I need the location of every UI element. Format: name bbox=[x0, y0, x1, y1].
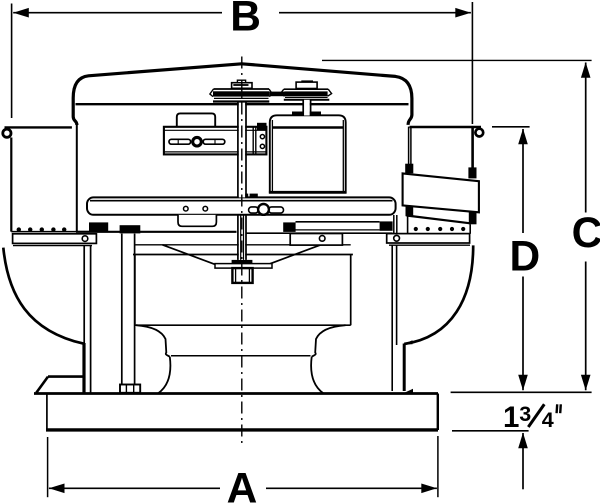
svg-text:4: 4 bbox=[542, 408, 554, 432]
svg-text:B: B bbox=[230, 0, 261, 41]
svg-text:D: D bbox=[510, 233, 541, 280]
svg-text:C: C bbox=[572, 210, 600, 257]
svg-text:A: A bbox=[227, 465, 258, 503]
svg-text:3: 3 bbox=[519, 402, 531, 426]
svg-text:1: 1 bbox=[503, 401, 519, 434]
